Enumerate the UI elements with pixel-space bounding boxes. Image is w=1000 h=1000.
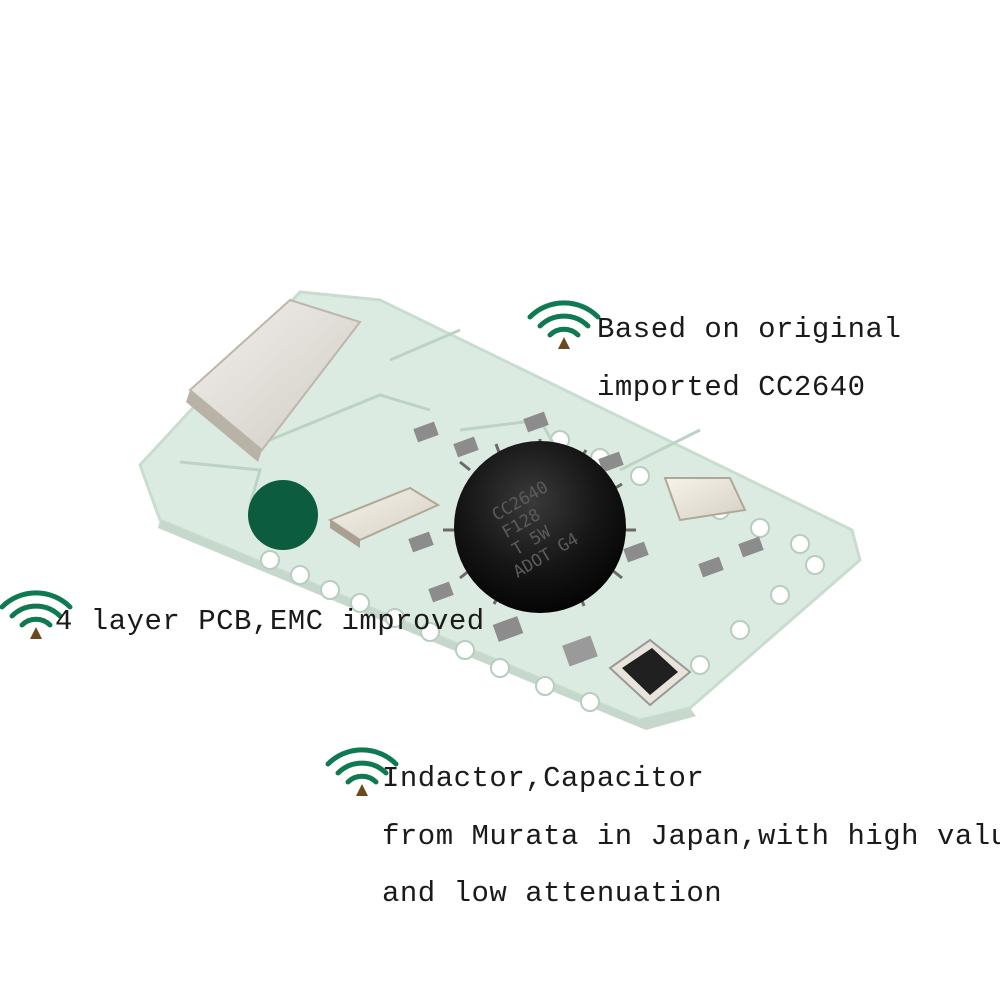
wifi-signal-icon bbox=[325, 747, 399, 796]
callout-chip-line-2: imported CC2640 bbox=[597, 371, 866, 404]
callout-components-line-1: Indactor,Capacitor bbox=[382, 762, 705, 795]
callout-components-line-2: from Murata in Japan,with high value bbox=[382, 820, 1000, 853]
callout-pcb-line-1: 4 layer PCB,EMC improved bbox=[55, 605, 485, 638]
edge-pads bbox=[260, 430, 825, 712]
murata-inductor bbox=[608, 638, 692, 707]
callout-components-line-3: and low attenuation bbox=[382, 877, 723, 910]
callout-chip-line-1: Based on original bbox=[597, 313, 902, 346]
cc2640-chip: CC2640 F128 T 5W ADOT G4 bbox=[443, 439, 636, 613]
wifi-signal-icon bbox=[527, 300, 601, 349]
crystal-right bbox=[663, 477, 747, 522]
wifi-signal-icon bbox=[0, 590, 73, 639]
crystal-oscillator bbox=[327, 486, 441, 548]
antenna-shield bbox=[186, 298, 362, 462]
pcb-via-marker bbox=[248, 480, 318, 550]
passive-components bbox=[408, 411, 764, 667]
